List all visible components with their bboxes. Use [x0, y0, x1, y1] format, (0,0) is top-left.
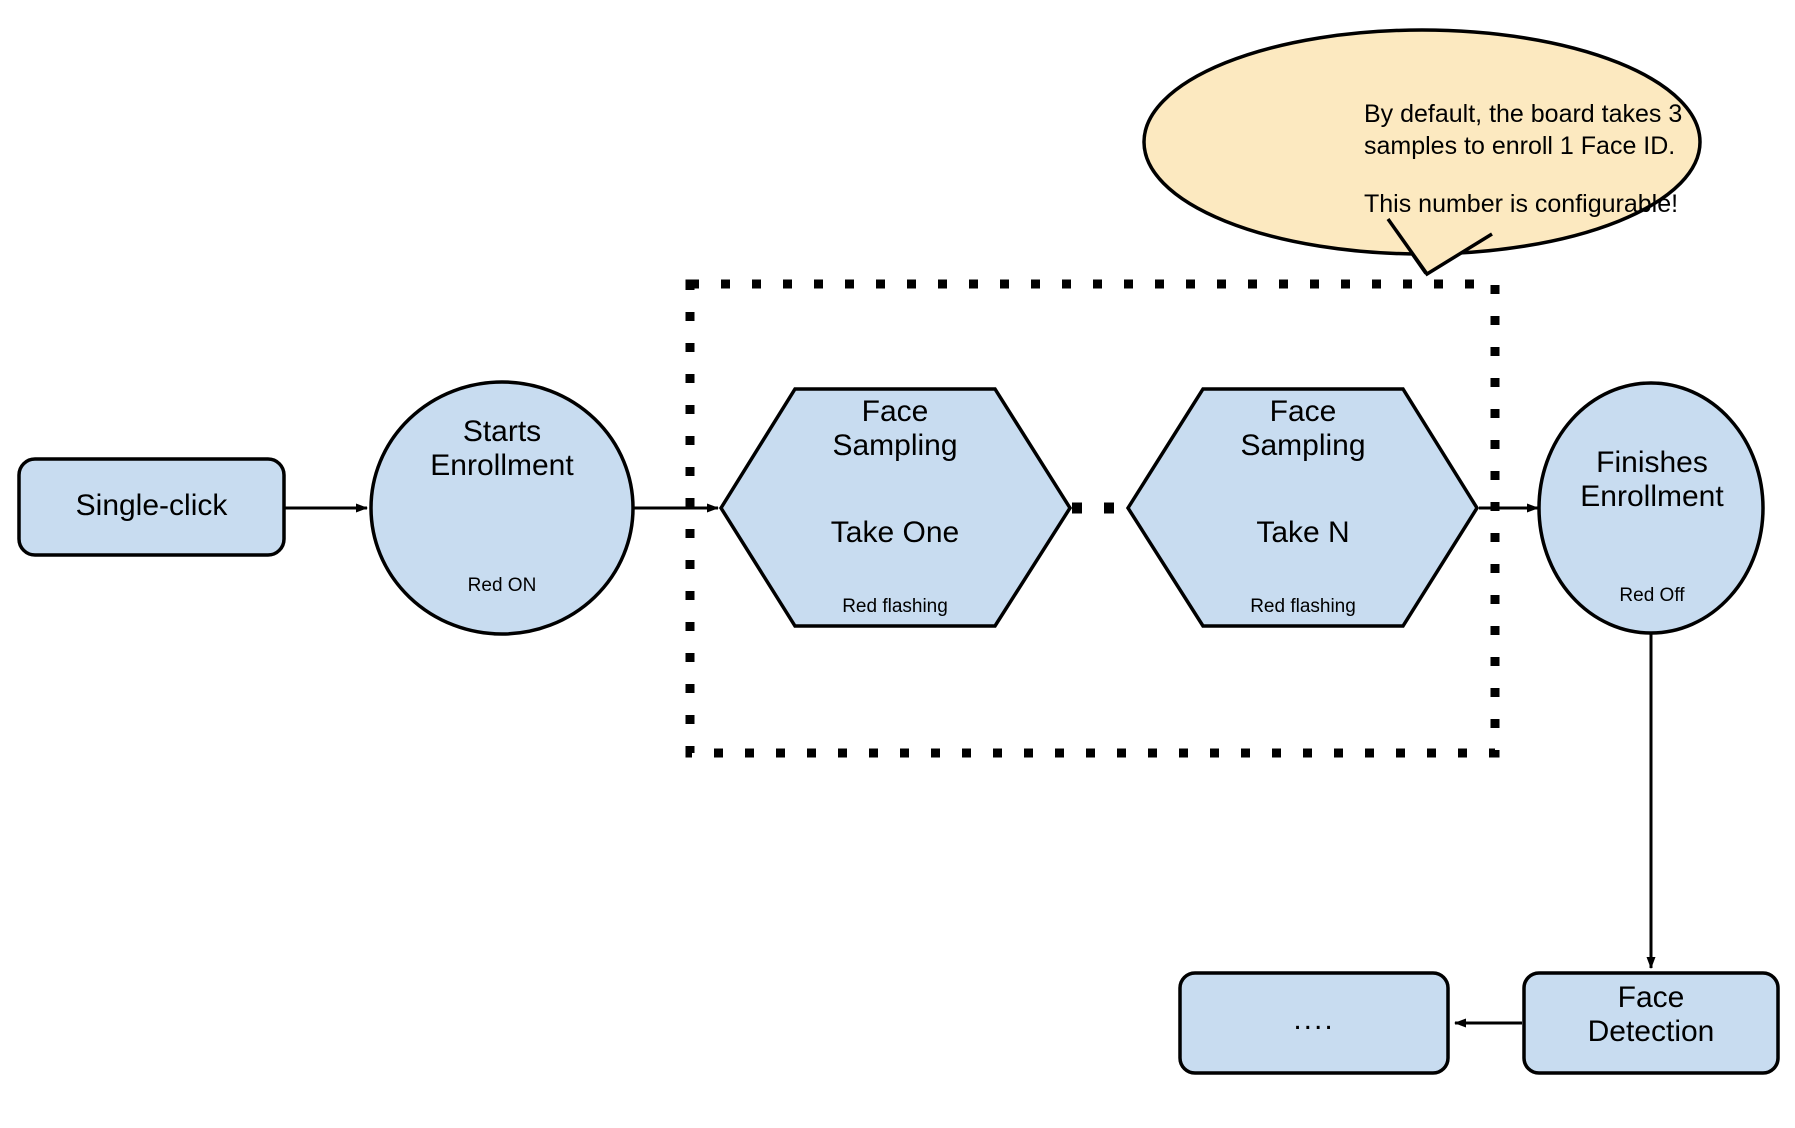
sampling-loop-group-border [685, 279, 1500, 758]
node-continuation-shape[interactable] [1178, 971, 1450, 1075]
node-face-detection-shape[interactable] [1522, 971, 1780, 1075]
callout-tail-overlay [1386, 217, 1493, 277]
node-face-sampling-take-one-shape[interactable] [718, 387, 1073, 628]
callout-bubble [1142, 28, 1702, 256]
node-starts-enrollment-shape[interactable] [369, 380, 635, 636]
node-single-click-shape[interactable] [17, 457, 286, 557]
node-finishes-enrollment-shape[interactable] [1537, 381, 1765, 635]
node-face-sampling-take-n-shape[interactable] [1125, 387, 1480, 628]
